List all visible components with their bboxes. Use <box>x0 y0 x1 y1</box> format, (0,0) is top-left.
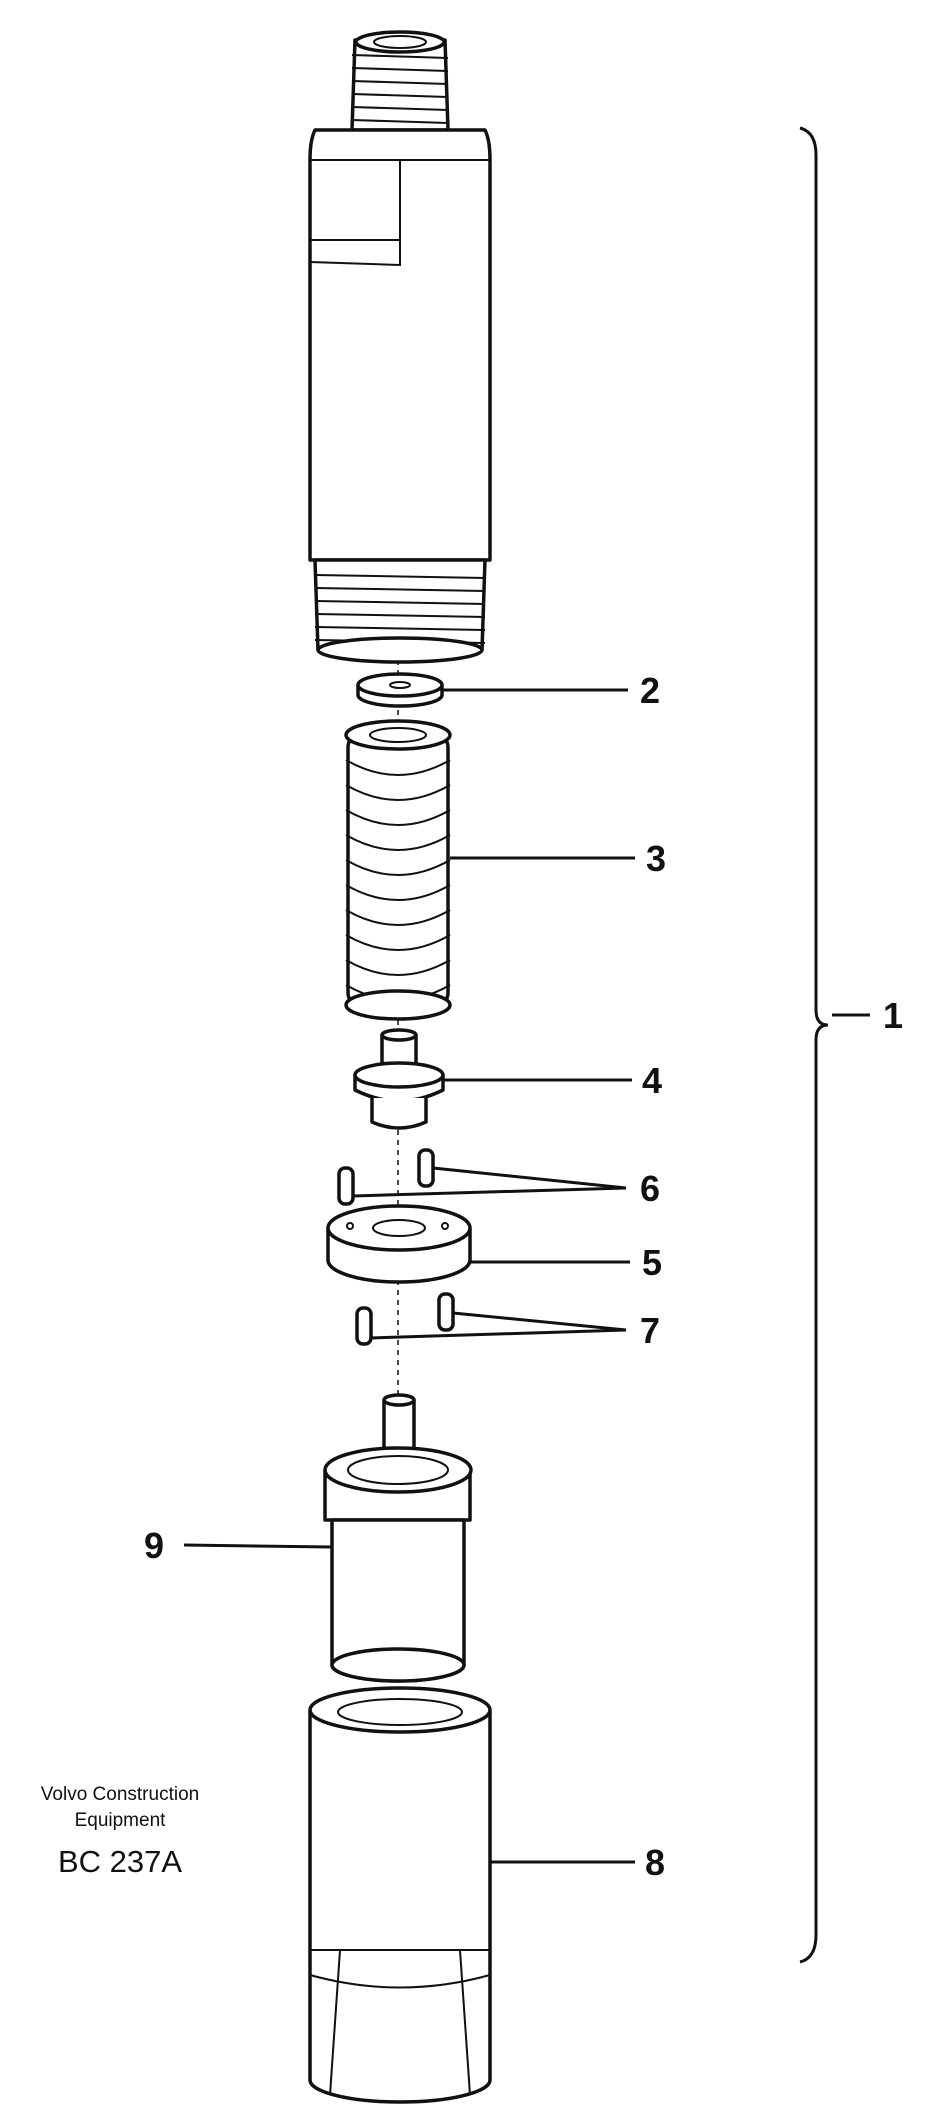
callout-4: 4 <box>642 1060 662 1101</box>
lower-pins <box>355 1292 455 1346</box>
callout-7: 7 <box>640 1310 660 1351</box>
upper-pins <box>337 1148 435 1206</box>
callout-8: 8 <box>645 1842 665 1883</box>
assembly-bracket <box>799 126 829 1964</box>
brand-line-2: Equipment <box>75 1810 167 1831</box>
leader-lines <box>183 688 870 1864</box>
washer <box>356 672 444 708</box>
spring <box>344 719 452 1021</box>
nozzle-nut <box>308 1686 492 2104</box>
callout-2: 2 <box>640 670 660 711</box>
figure-code: BC 237A <box>58 1844 182 1879</box>
injector-body <box>308 30 492 664</box>
spindle <box>353 1028 445 1130</box>
spacer <box>326 1204 472 1284</box>
callout-5: 5 <box>642 1242 662 1283</box>
nozzle <box>323 1393 473 1683</box>
callout-9: 9 <box>144 1525 164 1566</box>
callout-1: 1 <box>883 995 903 1036</box>
callout-3: 3 <box>646 838 666 879</box>
callout-6: 6 <box>640 1168 660 1209</box>
brand-line-1: Volvo Construction <box>41 1784 199 1805</box>
